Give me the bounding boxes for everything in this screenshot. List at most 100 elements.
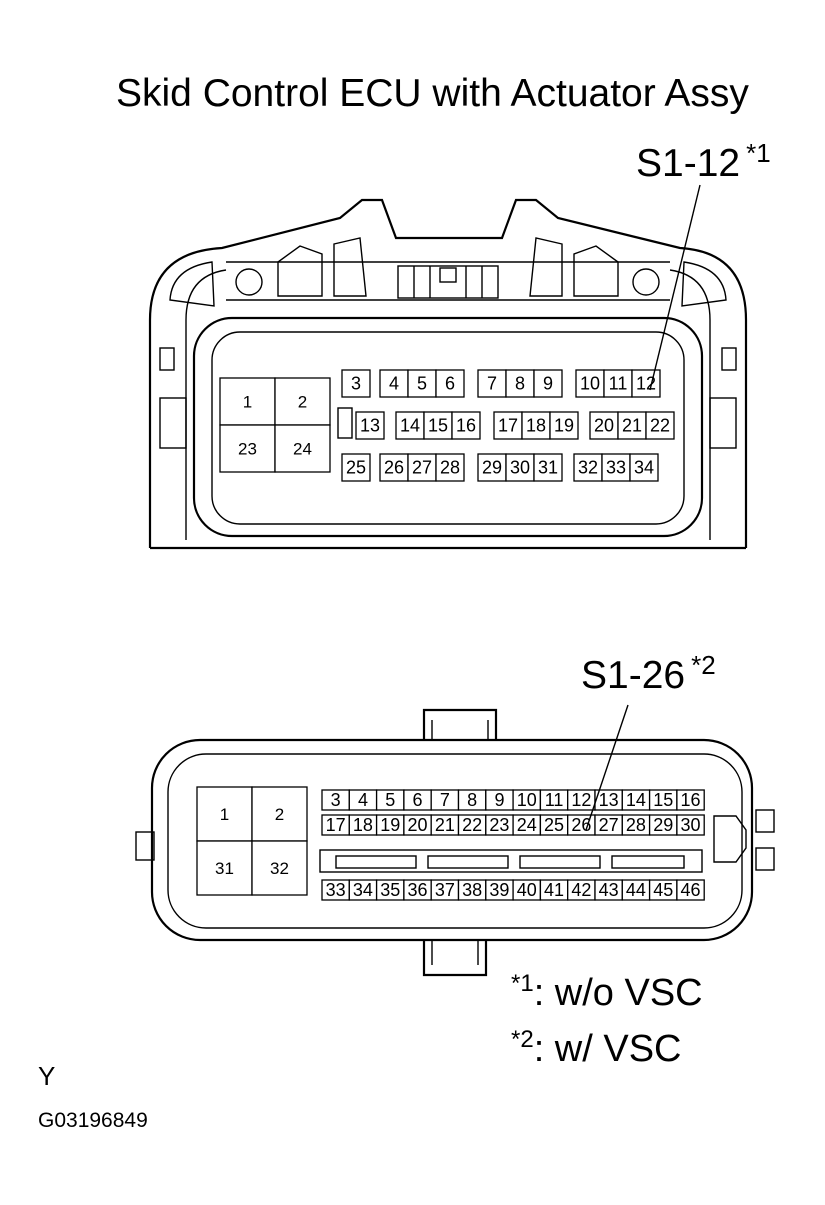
pin-number: 30 bbox=[510, 458, 530, 478]
pin-number: 13 bbox=[360, 416, 380, 436]
pin-cell bbox=[379, 453, 409, 482]
pin-11: 11 bbox=[603, 369, 633, 398]
pin-number: 4 bbox=[389, 374, 399, 394]
figure-code: G03196849 bbox=[38, 1109, 148, 1132]
pin-cell bbox=[435, 369, 465, 398]
pin-34: 34 bbox=[348, 879, 378, 901]
pin-16: 16 bbox=[676, 789, 705, 811]
pin-cell bbox=[589, 411, 619, 440]
pin-17: 17 bbox=[321, 814, 350, 836]
note-without-vsc-text: : w/o VSC bbox=[533, 972, 703, 1014]
pin-number: 20 bbox=[408, 815, 428, 835]
pin-20: 20 bbox=[589, 411, 619, 440]
pin-18: 18 bbox=[521, 411, 551, 440]
note-with-vsc-text: : w/ VSC bbox=[533, 1028, 682, 1070]
pin-36: 36 bbox=[403, 879, 432, 901]
pin-28: 28 bbox=[621, 814, 651, 836]
pin-10: 10 bbox=[512, 789, 542, 811]
pin-number: 21 bbox=[435, 815, 455, 835]
pin-number: 7 bbox=[440, 790, 450, 810]
pin-1: 1 bbox=[196, 786, 253, 842]
pin-cell bbox=[219, 424, 276, 473]
note-with-vsc-ref: *2 bbox=[511, 1026, 534, 1053]
pin-14: 14 bbox=[395, 411, 425, 440]
pin-3: 3 bbox=[321, 789, 350, 811]
pin-cell bbox=[629, 453, 659, 482]
pin-45: 45 bbox=[648, 879, 678, 901]
pin-number: 15 bbox=[653, 790, 673, 810]
pin-28: 28 bbox=[435, 453, 465, 482]
pin-42: 42 bbox=[567, 879, 596, 901]
note-without-vsc-ref: *1 bbox=[511, 970, 534, 997]
pin-20: 20 bbox=[403, 814, 432, 836]
pin-30: 30 bbox=[676, 814, 705, 836]
pin-cell bbox=[341, 453, 371, 482]
pin-number: 9 bbox=[543, 374, 553, 394]
pin-15: 15 bbox=[423, 411, 453, 440]
pin-33: 33 bbox=[601, 453, 631, 482]
pin-40: 40 bbox=[512, 879, 542, 901]
pin-cell bbox=[493, 411, 523, 440]
pin-14: 14 bbox=[621, 789, 651, 811]
pin-12: 12 bbox=[631, 369, 661, 398]
pin-number: 42 bbox=[571, 880, 591, 900]
pin-number: 35 bbox=[380, 880, 400, 900]
pin-21: 21 bbox=[617, 411, 647, 440]
figure-letter: Y bbox=[38, 1061, 56, 1091]
pin-number: 33 bbox=[326, 880, 346, 900]
pin-number: 10 bbox=[580, 374, 600, 394]
note-without-vsc: *1: w/o VSC bbox=[511, 972, 703, 1014]
pin-number: 16 bbox=[681, 790, 701, 810]
pin-32: 32 bbox=[573, 453, 603, 482]
pin-25: 25 bbox=[341, 453, 371, 482]
pin-number: 2 bbox=[298, 393, 307, 412]
pin-number: 34 bbox=[634, 458, 654, 478]
pin-cell bbox=[423, 411, 453, 440]
pin-number: 27 bbox=[599, 815, 619, 835]
pin-22: 22 bbox=[645, 411, 675, 440]
pin-24: 24 bbox=[512, 814, 542, 836]
pin-number: 13 bbox=[599, 790, 619, 810]
pin-19: 19 bbox=[549, 411, 579, 440]
pin-number: 5 bbox=[417, 374, 427, 394]
pin-cell bbox=[477, 369, 507, 398]
pin-number: 38 bbox=[462, 880, 482, 900]
pin-13: 13 bbox=[355, 411, 385, 440]
pin-number: 6 bbox=[413, 790, 423, 810]
pin-27: 27 bbox=[594, 814, 623, 836]
pin-number: 29 bbox=[482, 458, 502, 478]
pin-number: 6 bbox=[445, 374, 455, 394]
pin-number: 20 bbox=[594, 416, 614, 436]
pin-number: 19 bbox=[554, 416, 574, 436]
pin-number: 17 bbox=[498, 416, 518, 436]
pin-number: 22 bbox=[650, 416, 670, 436]
pin-8: 8 bbox=[457, 789, 487, 811]
pin-cell bbox=[676, 814, 705, 836]
pin-cell bbox=[251, 840, 308, 896]
pin-12: 12 bbox=[567, 789, 596, 811]
pin-41: 41 bbox=[539, 879, 569, 901]
pin-29: 29 bbox=[648, 814, 678, 836]
pin-number: 8 bbox=[515, 374, 525, 394]
pin-number: 19 bbox=[380, 815, 400, 835]
pin-number: 11 bbox=[609, 374, 628, 394]
pin-cell bbox=[505, 369, 535, 398]
pin-number: 40 bbox=[517, 880, 537, 900]
pin-cell bbox=[573, 453, 603, 482]
callout-s1-12: S1-12*1 bbox=[636, 140, 771, 183]
pin-cell bbox=[196, 840, 253, 896]
pin-number: 15 bbox=[428, 416, 448, 436]
pin-19: 19 bbox=[375, 814, 405, 836]
pin-cell bbox=[274, 377, 331, 426]
pin-35: 35 bbox=[375, 879, 405, 901]
pin-cell bbox=[533, 369, 563, 398]
pin-cell bbox=[617, 411, 647, 440]
pin-number: 25 bbox=[346, 458, 366, 478]
callout-s1-26: S1-26*2 bbox=[581, 652, 716, 695]
pin-number: 31 bbox=[538, 458, 558, 478]
pin-cell bbox=[549, 411, 579, 440]
